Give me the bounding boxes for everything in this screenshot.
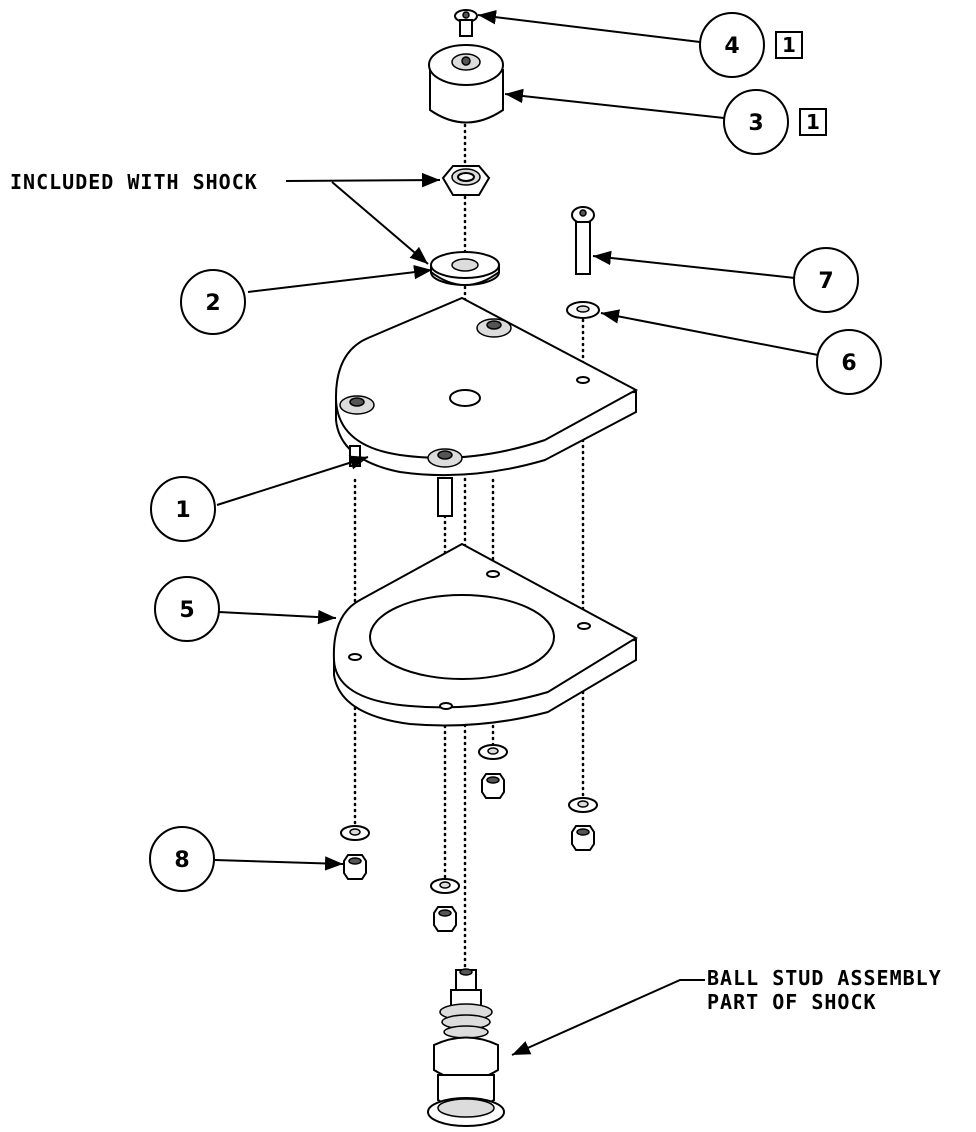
callout-4-label: 4 <box>724 34 739 59</box>
note-ball-stud-line2: PART OF SHOCK <box>707 990 877 1014</box>
part-1-top-plate <box>334 296 639 517</box>
part-4-screw <box>454 9 478 37</box>
washer-nut-set-d <box>430 878 460 932</box>
callout-7-label: 7 <box>818 269 833 294</box>
part-7-bolt <box>571 206 595 275</box>
callout-1: 1 <box>150 476 216 542</box>
washer-nut-set-c <box>340 825 370 880</box>
callout-5: 5 <box>154 576 220 642</box>
callout-6-label: 6 <box>841 351 856 376</box>
leader-lines <box>214 10 819 1056</box>
boxed-note-3-label: 1 <box>806 110 820 134</box>
callout-2-label: 2 <box>205 291 220 316</box>
callout-8: 8 <box>149 826 215 892</box>
washer-nut-set-b <box>568 797 598 851</box>
note-included-with-shock: INCLUDED WITH SHOCK <box>10 170 258 194</box>
callout-8-label: 8 <box>174 848 189 873</box>
shock-hex-nut <box>441 165 491 196</box>
callout-6: 6 <box>816 329 882 395</box>
part-5-spacer-plate <box>332 542 639 727</box>
ball-stud-assembly <box>427 968 505 1127</box>
part-6-washer <box>566 301 600 319</box>
callout-4: 4 <box>699 12 765 78</box>
callout-1-label: 1 <box>175 498 190 523</box>
boxed-note-4: 1 <box>775 31 803 59</box>
boxed-note-3: 1 <box>799 108 827 136</box>
callout-5-label: 5 <box>179 598 194 623</box>
callout-7: 7 <box>793 247 859 313</box>
part-3-cap <box>428 44 504 124</box>
boxed-note-4-label: 1 <box>782 33 796 57</box>
callout-3-label: 3 <box>748 111 763 136</box>
part-2-washer <box>430 251 500 286</box>
note-ball-stud-line1: BALL STUD ASSEMBLY <box>707 966 942 990</box>
callout-2: 2 <box>180 269 246 335</box>
washer-nut-set-a <box>478 744 508 799</box>
callout-3: 3 <box>723 89 789 155</box>
